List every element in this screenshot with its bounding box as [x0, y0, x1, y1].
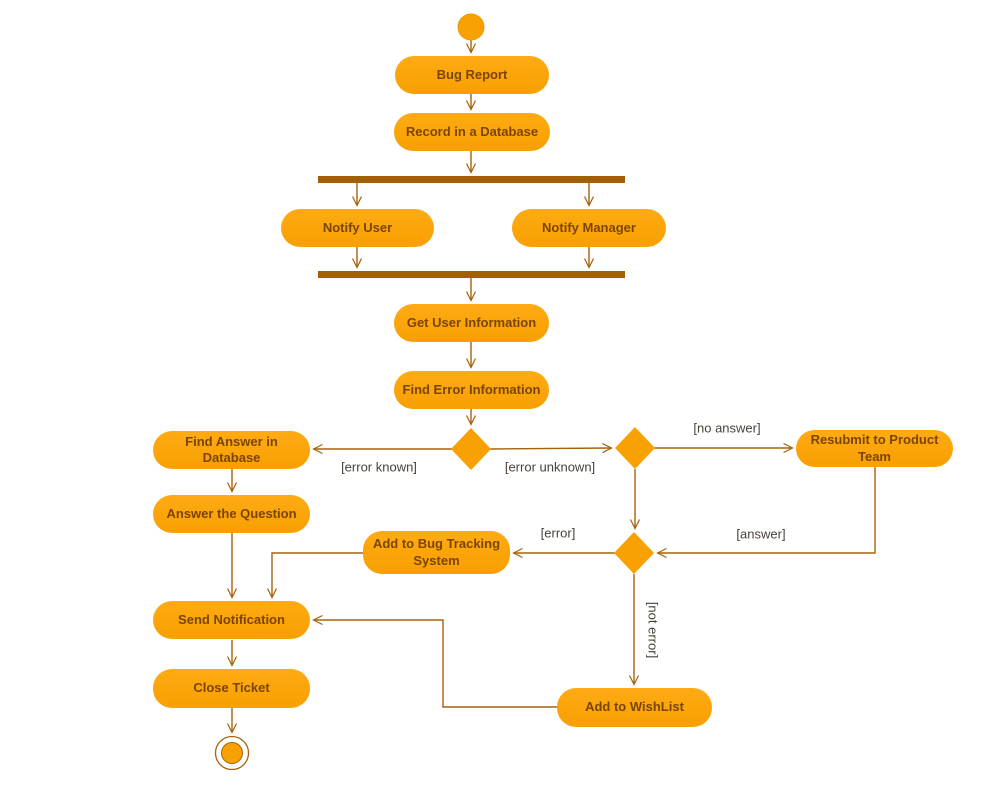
guard-label-error-unknown: [error unknown]: [504, 459, 596, 475]
decision-error-type: [614, 532, 654, 574]
start-node: [457, 13, 485, 41]
guard-label-answer: [answer]: [736, 526, 786, 542]
edge-bug-tracking-to-send-notification: [272, 552, 363, 597]
activity-get-user-information: Get User Information: [394, 304, 549, 342]
activity-send-notification: Send Notification: [153, 601, 310, 639]
edge-resubmit-to-decision3: [658, 467, 876, 553]
final-node: [221, 742, 243, 764]
activity-add-to-wishlist: Add to WishList: [557, 688, 712, 727]
edge-decision1-to-decision2: [489, 448, 611, 449]
guard-label-error: [error]: [540, 525, 576, 541]
final-node-ring: [214, 735, 250, 771]
activity-find-answer-in-database: Find Answer in Database: [153, 431, 310, 469]
activity-answer-the-question: Answer the Question: [153, 495, 310, 533]
guard-label-error-known: [error known]: [341, 459, 417, 475]
fork-bar: [318, 176, 625, 183]
guard-label-not-error: [not error]: [645, 601, 661, 659]
join-bar: [318, 271, 625, 278]
activity-notify-manager: Notify Manager: [512, 209, 666, 247]
decision-error-known: [451, 428, 491, 470]
activity-bug-report: Bug Report: [395, 56, 549, 94]
activity-notify-user: Notify User: [281, 209, 434, 247]
activity-find-error-information: Find Error Information: [394, 371, 549, 409]
decision-no-answer: [615, 427, 655, 469]
activity-add-to-bug-tracking-system: Add to Bug Tracking System: [363, 531, 510, 574]
activity-resubmit-to-product-team: Resubmit to Product Team: [796, 430, 953, 467]
activity-record-in-database: Record in a Database: [394, 113, 550, 151]
edge-wishlist-to-send-notification: [314, 620, 557, 708]
guard-label-no-answer: [no answer]: [693, 420, 761, 436]
activity-close-ticket: Close Ticket: [153, 669, 310, 708]
